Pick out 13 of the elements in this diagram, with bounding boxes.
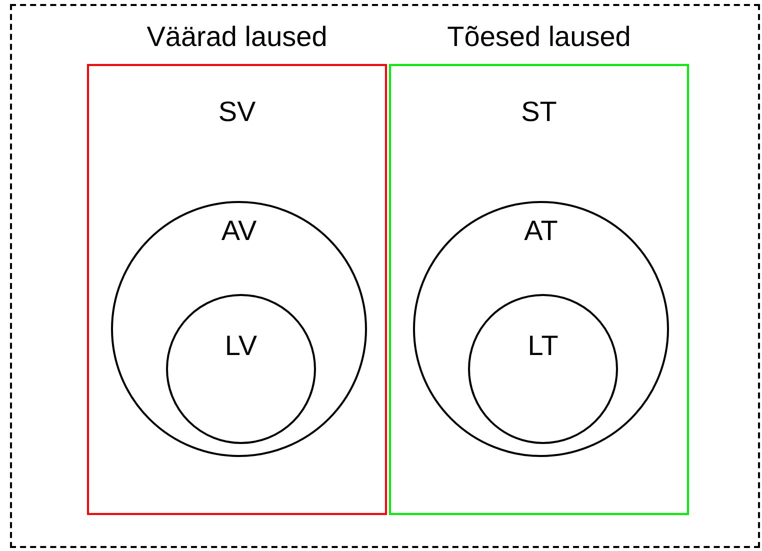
set-label: AT [524, 215, 558, 247]
set-label: LV [224, 330, 258, 362]
set-label: LT [528, 330, 558, 362]
set-circle [468, 294, 618, 444]
set-label: SV [218, 96, 256, 128]
set-heading: Väärad laused [146, 21, 328, 53]
frame-box [10, 4, 760, 548]
set-label: ST [521, 96, 557, 128]
set-circle [111, 201, 367, 457]
set-circle [166, 294, 316, 444]
set-circle [413, 201, 669, 457]
set-label: AV [221, 215, 257, 247]
set-heading: Tõesed laused [447, 21, 631, 53]
